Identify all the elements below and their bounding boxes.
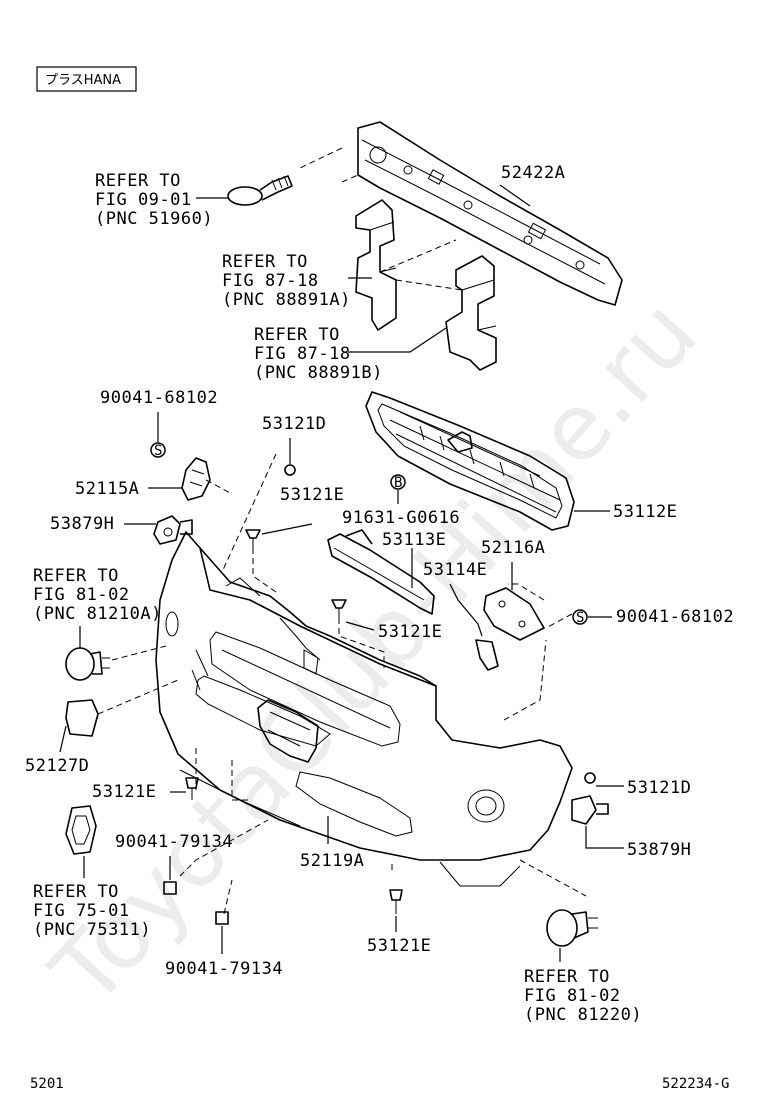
bolt-marker: [390, 474, 406, 490]
label-ref-7501-1: REFER TO: [33, 882, 119, 902]
tow-hook: [227, 175, 293, 206]
label-53121e-mid: 53121E: [378, 622, 442, 642]
label-ref-8718b-2: FIG 87-18: [254, 344, 351, 364]
label-53121e-top: 53121E: [280, 485, 344, 505]
garnish-75311: [65, 805, 97, 855]
label-ref-7501-2: FIG 75-01: [33, 901, 130, 921]
label-ref-0901-2: FIG 09-01: [95, 190, 192, 210]
label-nut-lower: 90041-79134: [165, 959, 283, 979]
label-53121e-left: 53121E: [92, 782, 156, 802]
label-ref-0901-3: (PNC 51960): [95, 209, 213, 229]
label-ref-8718b-1: REFER TO: [254, 325, 340, 345]
clip-53121e-bottom: [389, 889, 403, 914]
label-53879h-right: 53879H: [627, 840, 691, 860]
label-53121d-top: 53121D: [262, 414, 326, 434]
absorber-88891a: [355, 199, 397, 331]
reinforcement-52422a: [357, 121, 623, 306]
header-tag: プラスHANA: [36, 66, 137, 92]
retainer-52116a: [483, 587, 545, 641]
label-screw-right: 90041-68102: [616, 607, 734, 627]
label-nut-upper: 90041-79134: [115, 832, 233, 852]
label-ref-8718a-2: FIG 87-18: [222, 271, 319, 291]
screw-marker-left: [150, 442, 166, 458]
label-ref-8102a-2: FIG 81-02: [33, 585, 130, 605]
stay-53879h-left: [153, 515, 193, 545]
bumper-52119a: [155, 531, 573, 887]
clip-53121d-top: [284, 464, 296, 476]
clip-53121e-left: [185, 777, 199, 800]
label-53879h-left: 53879H: [50, 514, 114, 534]
label-53121e-bottom: 53121E: [367, 936, 431, 956]
label-52115a: 52115A: [75, 479, 139, 499]
label-52127d: 52127D: [25, 756, 89, 776]
label-ref-8102b-2: FIG 81-02: [524, 986, 621, 1006]
label-ref-8102a-1: REFER TO: [33, 566, 119, 586]
label-ref-8102a-3: (PNC 81210A): [33, 604, 162, 624]
marker-s-left: S: [154, 443, 162, 459]
nut-lower: [215, 911, 229, 925]
label-52119a: 52119A: [300, 851, 364, 871]
marker-b: B: [394, 475, 402, 491]
clip-53121e-mid: [331, 599, 347, 618]
cover-52127d: [65, 699, 99, 737]
grille-53112e: [365, 391, 575, 531]
label-ref-8102b-3: (PNC 81220): [524, 1005, 642, 1025]
screw-marker-right: [572, 609, 588, 625]
figure-code: 522234-G: [662, 1076, 729, 1092]
label-ref-8718b-3: (PNC 88891B): [254, 363, 383, 383]
fog-lamp-left: [65, 647, 110, 681]
label-ref-8718a-1: REFER TO: [222, 252, 308, 272]
absorber-88891b: [445, 255, 497, 371]
fog-lamp-right: [546, 909, 598, 947]
header-tag-text: プラスHANA: [45, 73, 121, 88]
label-52116a: 52116A: [481, 538, 545, 558]
label-52422a: 52422A: [501, 163, 565, 183]
clip-53121e-top: [245, 529, 261, 548]
label-53113e: 53113E: [382, 530, 446, 550]
marker-s-right: S: [576, 610, 584, 626]
nut-upper: [163, 881, 177, 895]
label-screw-left: 90041-68102: [100, 388, 218, 408]
page-number: 5201: [30, 1076, 64, 1092]
label-ref-7501-3: (PNC 75311): [33, 920, 151, 940]
label-91631-g0616: 91631-G0616: [342, 508, 460, 528]
label-ref-8102b-1: REFER TO: [524, 967, 610, 987]
label-ref-8718a-3: (PNC 88891A): [222, 290, 351, 310]
stay-53879h-right: [571, 795, 609, 825]
clip-53121d-right: [584, 772, 596, 784]
bracket-53114e: [475, 639, 499, 671]
label-53121d-right: 53121D: [627, 778, 691, 798]
label-53114e: 53114E: [423, 560, 487, 580]
label-53112e: 53112E: [613, 502, 677, 522]
molding-53113e: [327, 529, 435, 615]
retainer-52115a: [181, 457, 211, 501]
label-ref-0901-1: REFER TO: [95, 171, 181, 191]
